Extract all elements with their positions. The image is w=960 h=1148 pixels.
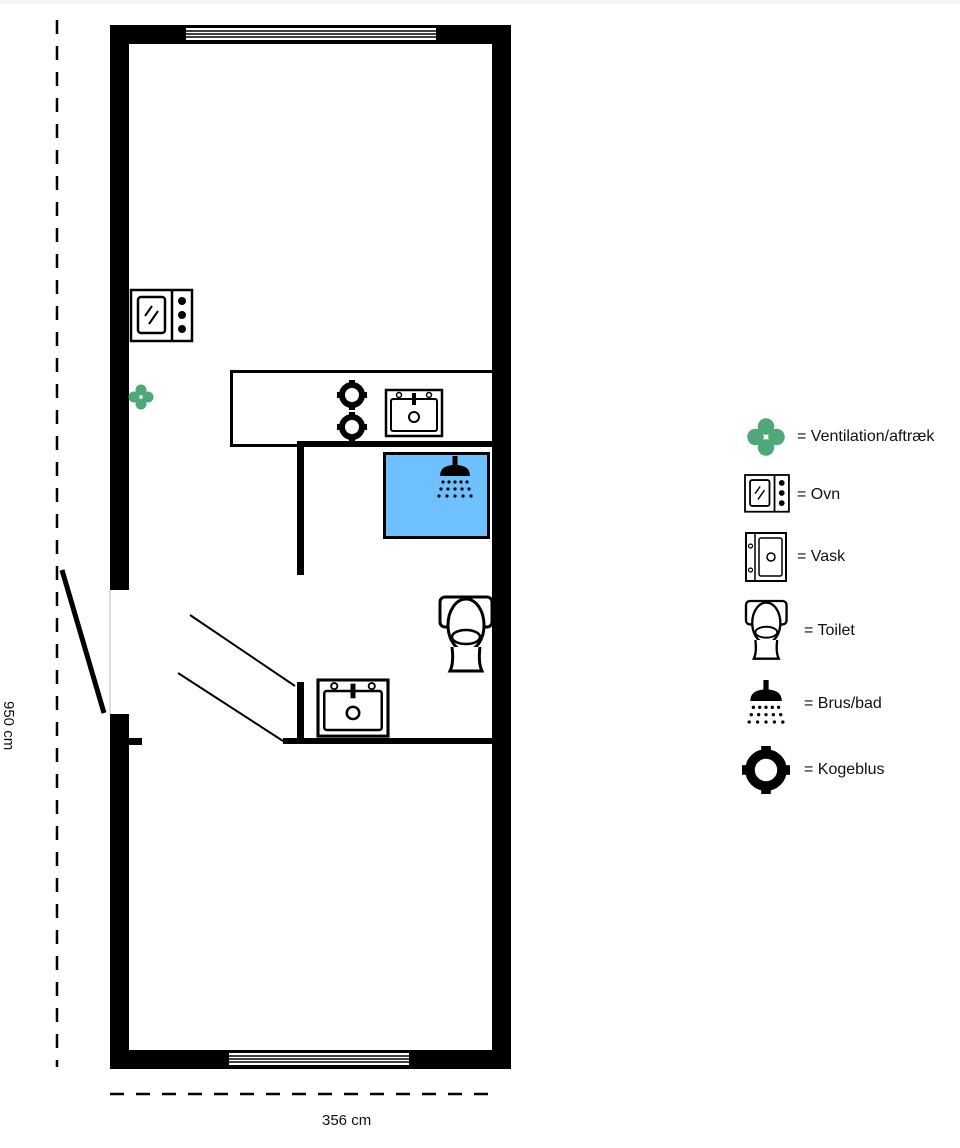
window-top bbox=[186, 28, 436, 40]
toilet bbox=[438, 595, 494, 673]
ventilation-icon bbox=[747, 418, 785, 456]
shower-icon bbox=[747, 680, 785, 724]
legend-toilet-label: = Toilet bbox=[804, 622, 855, 639]
bathroom-sink bbox=[316, 678, 390, 738]
shower-area bbox=[383, 452, 490, 539]
height-dimension-label: 950 cm bbox=[0, 701, 17, 751]
ventilation-marker bbox=[128, 384, 154, 410]
outer-walls bbox=[110, 25, 511, 1069]
legend-sink-label: = Vask bbox=[797, 548, 846, 565]
legend-shower-label: = Brus/bad bbox=[804, 695, 882, 712]
burner-icon bbox=[742, 746, 790, 794]
legend-icons bbox=[742, 418, 790, 794]
width-dimension-label: 356 cm bbox=[322, 1112, 372, 1129]
window-bottom bbox=[229, 1053, 409, 1065]
oven-icon bbox=[744, 474, 790, 513]
legend-burner-label: = Kogeblus bbox=[804, 761, 885, 778]
oven bbox=[129, 288, 194, 343]
sink-icon bbox=[745, 532, 787, 582]
legend-ventilation-label: = Ventilation/aftræk bbox=[797, 428, 935, 445]
bathroom-walls bbox=[283, 441, 495, 744]
toilet-icon bbox=[744, 599, 788, 660]
entrance-door bbox=[59, 569, 107, 714]
top-border bbox=[0, 0, 960, 4]
legend-oven-label: = Ovn bbox=[797, 486, 841, 503]
bathroom-door bbox=[177, 614, 296, 742]
kitchen-sink bbox=[384, 388, 444, 438]
